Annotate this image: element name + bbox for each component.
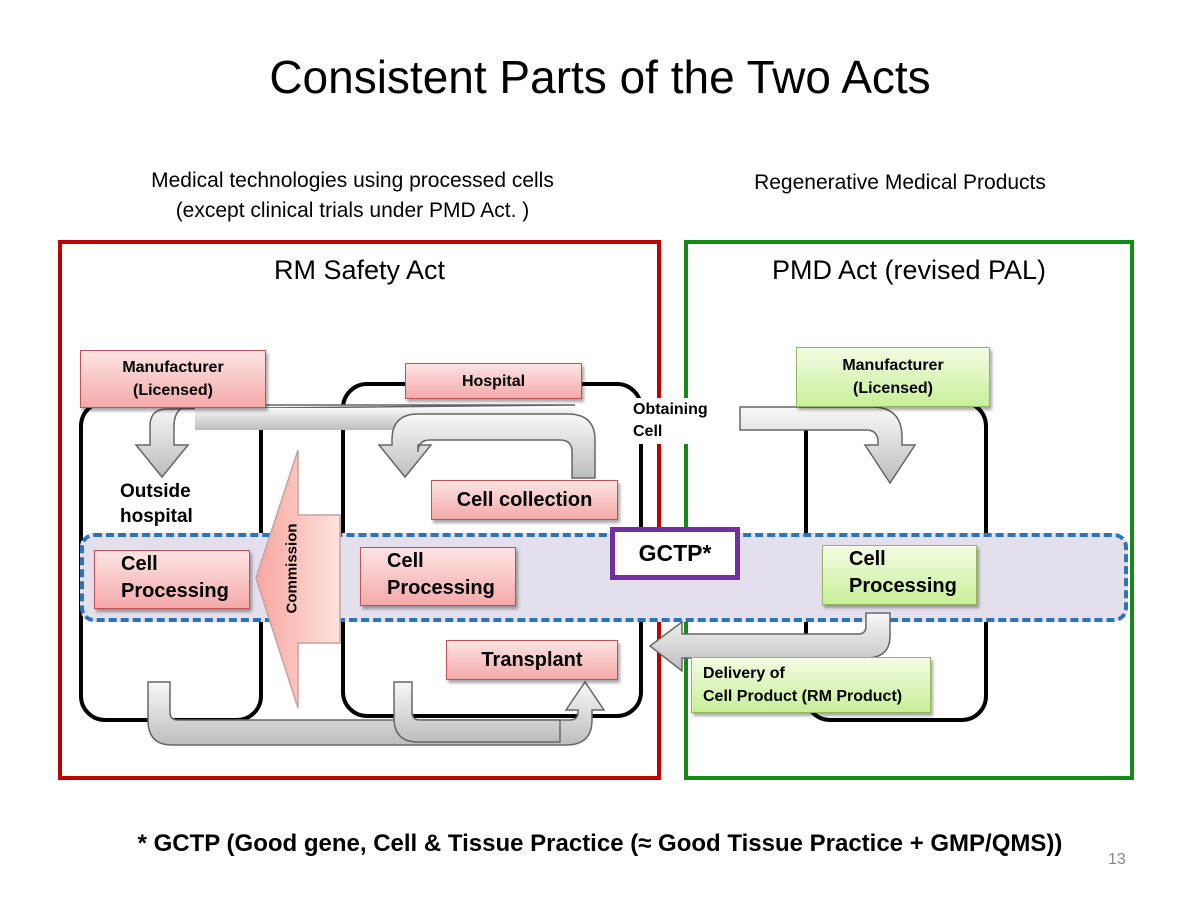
page-number: 13 bbox=[1108, 851, 1126, 868]
hospital-cell-processing-line1: Cell bbox=[387, 550, 424, 572]
obtaining-cell-line1: Obtaining bbox=[633, 401, 708, 418]
hospital-internal-arrow bbox=[377, 413, 596, 479]
obtaining-cell-arrow-right bbox=[739, 406, 917, 485]
left-caption-line1: Medical technologies using processed cel… bbox=[151, 169, 554, 192]
commission-arrow bbox=[255, 449, 341, 709]
outside-manufacturer-line2: (Licensed) bbox=[132, 382, 213, 399]
pmd-cell-processing-box: Cell Processing bbox=[822, 545, 977, 605]
gctp-box: GCTP* bbox=[610, 527, 740, 580]
transplant-box: Transplant bbox=[446, 640, 618, 680]
outside-hospital-label: Outside hospital bbox=[120, 479, 193, 529]
pmd-act-title: PMD Act (revised PAL) bbox=[771, 255, 1047, 285]
outside-hospital-line2: hospital bbox=[120, 506, 193, 527]
delivery-line1: Delivery of bbox=[703, 665, 785, 682]
cell-collection-box: Cell collection bbox=[431, 480, 618, 520]
left-caption: Medical technologies using processed cel… bbox=[80, 166, 625, 226]
footnote: * GCTP (Good gene, Cell & Tissue Practic… bbox=[137, 830, 1063, 857]
delivery-box: Delivery of Cell Product (RM Product) bbox=[691, 657, 931, 713]
outside-cell-processing-box: Cell Processing bbox=[94, 550, 250, 609]
obtaining-cell-label: Obtaining Cell bbox=[633, 398, 733, 444]
hospital-to-transplant-arrow bbox=[393, 681, 561, 743]
delivery-line2: Cell Product (RM Product) bbox=[703, 688, 903, 705]
hospital-label-box: Hospital bbox=[405, 363, 582, 399]
commission-label: Commission bbox=[283, 523, 301, 614]
outside-cell-processing-line1: Cell bbox=[121, 553, 158, 575]
outside-manufacturer-box: Manufacturer (Licensed) bbox=[80, 350, 266, 408]
hospital-cell-processing-line2: Processing bbox=[387, 577, 495, 599]
obtaining-cell-line2: Cell bbox=[633, 423, 663, 440]
pmd-manufacturer-line1: Manufacturer bbox=[842, 357, 944, 374]
outside-hospital-line1: Outside bbox=[120, 481, 191, 502]
delivery-arrow bbox=[648, 612, 891, 673]
outside-manufacturer-line1: Manufacturer bbox=[122, 359, 224, 376]
outside-cell-processing-line2: Processing bbox=[121, 580, 229, 602]
pmd-manufacturer-line2: (Licensed) bbox=[852, 380, 933, 397]
rm-safety-act-title: RM Safety Act bbox=[273, 255, 446, 285]
rm-safety-act-box bbox=[58, 240, 661, 780]
pmd-cell-processing-line1: Cell bbox=[849, 548, 886, 570]
right-caption: Regenerative Medical Products bbox=[754, 171, 1046, 194]
left-caption-line2: (except clinical trials under PMD Act. ) bbox=[175, 199, 530, 222]
hospital-cell-processing-box: Cell Processing bbox=[360, 547, 516, 606]
pmd-manufacturer-box: Manufacturer (Licensed) bbox=[796, 347, 990, 407]
pmd-cell-processing-line2: Processing bbox=[849, 575, 957, 597]
pmd-act-box bbox=[684, 240, 1134, 780]
slide-title: Consistent Parts of the Two Acts bbox=[269, 51, 931, 103]
